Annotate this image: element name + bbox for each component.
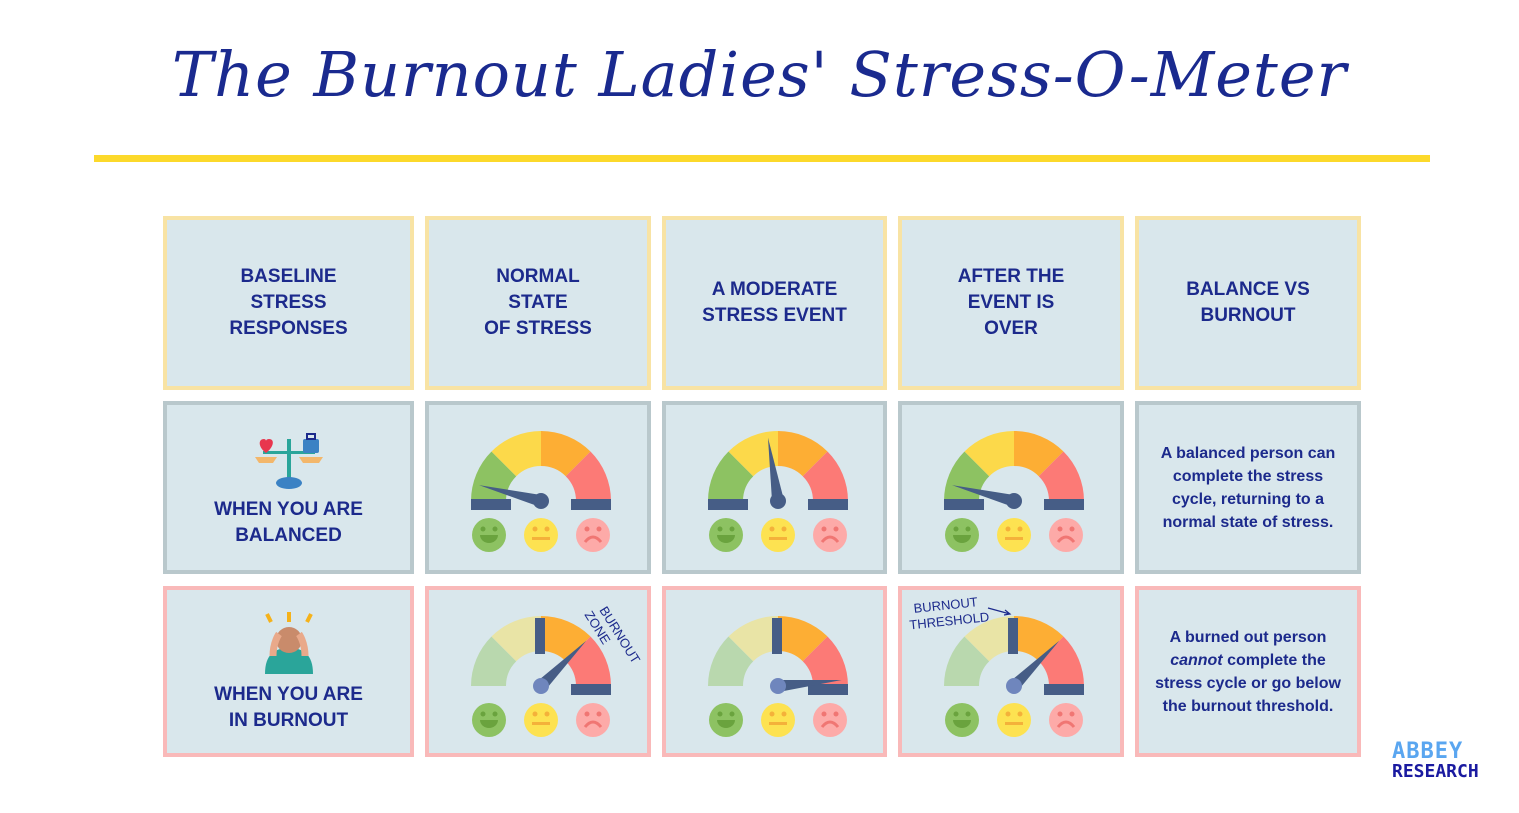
gauge-segment	[964, 616, 1014, 662]
gauge-segment	[491, 616, 541, 662]
row-label-balanced: WHEN YOU ARE BALANCED	[163, 401, 414, 574]
gauge-needle	[533, 640, 587, 694]
header-baseline: BASELINE STRESS RESPONSES	[163, 216, 414, 390]
happy-face-icon	[709, 703, 743, 737]
row-label-text: WHEN YOU ARE BALANCED	[214, 498, 363, 546]
gauge-balanced-normal	[425, 401, 651, 574]
sad-face-icon	[1049, 518, 1083, 552]
happy-face-icon	[945, 703, 979, 737]
row-label-text: WHEN YOU ARE IN BURNOUT	[214, 683, 363, 731]
desc-part: complete the stress cycle or go below th…	[1155, 651, 1341, 715]
burnout-threshold-label: BURNOUT	[913, 594, 979, 616]
sad-face-icon	[576, 518, 610, 552]
gauge-segment	[1038, 636, 1084, 686]
balance-scale-icon	[254, 432, 323, 489]
gauge-segment	[778, 616, 828, 662]
page-title: The Burnout Ladies' Stress-O-Meter	[171, 38, 1348, 111]
gauge-burnout-moderate	[662, 586, 887, 757]
gauge-segment	[1014, 431, 1064, 477]
gauge-segment	[471, 451, 517, 501]
gauge-base-right	[571, 684, 611, 695]
gauge-segment	[802, 636, 848, 686]
abbey-research-logo: ABBEY RESEARCH	[1392, 739, 1479, 782]
gauge-segment	[708, 636, 754, 686]
desc-part: A burned out person	[1169, 628, 1327, 646]
gauge-needle	[479, 485, 549, 509]
gauge-base-left	[708, 499, 748, 510]
row-label-burnout: WHEN YOU ARE IN BURNOUT	[163, 586, 414, 757]
logo-line2: RESEARCH	[1392, 761, 1479, 782]
gauge-needle	[767, 437, 786, 509]
sad-face-icon	[576, 703, 610, 737]
gauge-segment	[964, 431, 1014, 477]
gauge-segment	[541, 616, 591, 662]
stressed-person-icon	[264, 611, 313, 674]
gauge-base-right	[808, 684, 848, 695]
header-moderate: A MODERATE STRESS EVENT	[662, 216, 887, 390]
gauge-base-right	[1044, 684, 1084, 695]
burnout-threshold-marker	[1008, 618, 1018, 654]
logo-line1: ABBEY	[1392, 739, 1464, 764]
gauge-segment	[802, 451, 848, 501]
neutral-face-icon	[997, 703, 1031, 737]
happy-face-icon	[472, 518, 506, 552]
gauge-segment	[728, 616, 778, 662]
gauge-segment	[541, 431, 591, 477]
burnout-description: A burned out person cannot complete the …	[1135, 586, 1361, 757]
gauge-segment	[944, 636, 990, 686]
gauge-needle	[952, 485, 1022, 509]
divider	[94, 155, 1430, 162]
gauge-base-right	[808, 499, 848, 510]
happy-face-icon	[472, 703, 506, 737]
neutral-face-icon	[524, 518, 558, 552]
neutral-face-icon	[997, 518, 1031, 552]
gauge-segment	[471, 636, 517, 686]
gauge-base-right	[571, 499, 611, 510]
happy-face-icon	[709, 518, 743, 552]
gauge-balanced-moderate	[662, 401, 887, 574]
burnout-threshold-marker	[535, 618, 545, 654]
sad-face-icon	[813, 518, 847, 552]
neutral-face-icon	[761, 518, 795, 552]
gauge-segment	[944, 451, 990, 501]
gauge-segment	[778, 431, 828, 477]
gauge-segment	[1014, 616, 1064, 662]
gauge-base-left	[944, 499, 984, 510]
gauge-segment	[565, 636, 611, 686]
gauge-segment	[708, 451, 754, 501]
sad-face-icon	[813, 703, 847, 737]
burnout-threshold-marker	[772, 618, 782, 654]
gauge-balanced-after	[898, 401, 1124, 574]
sad-face-icon	[1049, 703, 1083, 737]
neutral-face-icon	[761, 703, 795, 737]
balanced-description: A balanced person can complete the stres…	[1135, 401, 1361, 574]
gauge-needle	[770, 678, 842, 694]
gauge-base-left	[471, 499, 511, 510]
gauge-segment	[565, 451, 611, 501]
desc-emphasis: cannot	[1170, 651, 1223, 669]
header-balance-vs-burnout: BALANCE VS BURNOUT	[1135, 216, 1361, 390]
gauge-segment	[1038, 451, 1084, 501]
happy-face-icon	[945, 518, 979, 552]
gauge-segment	[491, 431, 541, 477]
neutral-face-icon	[524, 703, 558, 737]
gauge-segment	[728, 431, 778, 477]
arrow-icon	[987, 607, 1012, 616]
header-normal: NORMAL STATE OF STRESS	[425, 216, 651, 390]
gauge-needle	[1006, 640, 1060, 694]
gauge-base-right	[1044, 499, 1084, 510]
header-after: AFTER THE EVENT IS OVER	[898, 216, 1124, 390]
